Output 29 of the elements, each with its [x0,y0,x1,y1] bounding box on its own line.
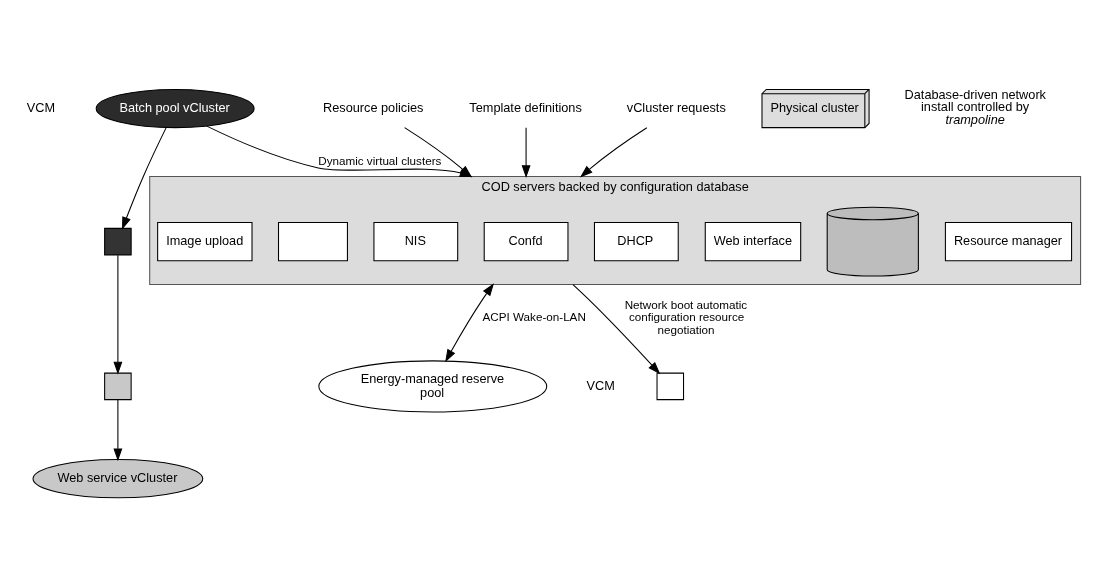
edge-label: Network boot automatic configuration resource negotiation [624,297,748,336]
node-box: DHCP [593,221,679,261]
arrow [521,126,531,178]
node-box: NIS [373,221,459,261]
arrow [580,126,648,177]
node-box [278,221,348,261]
node-label: VCM [586,377,615,393]
node-ellipse: Web service vCluster [32,458,204,498]
arrow [445,282,494,362]
node-text: Template definitions [469,99,582,115]
node-box: Image upload [157,221,253,261]
label: Database-driven network install controlled by trampoline [904,86,1046,127]
arrow [572,283,661,374]
node-label: VCM [26,99,55,115]
arrow [113,254,123,374]
node-ellipse: Energy-managed reserve pool [318,359,548,412]
arrow [113,398,123,461]
arrow [121,126,167,230]
node-box: Resource manager [944,221,1073,261]
edge-label: ACPI Wake-on-LAN [482,309,586,323]
node-box [104,372,132,400]
node-box: Confd [483,221,569,261]
node-box [104,227,132,255]
node-box: Web interface [704,221,802,261]
node-ellipse: Batch pool vCluster [95,88,255,128]
node-text: Resource policies [323,99,424,115]
node-text: vCluster requests [626,99,726,115]
edge-label: Dynamic virtual clusters [318,153,442,167]
node-box [656,372,685,400]
